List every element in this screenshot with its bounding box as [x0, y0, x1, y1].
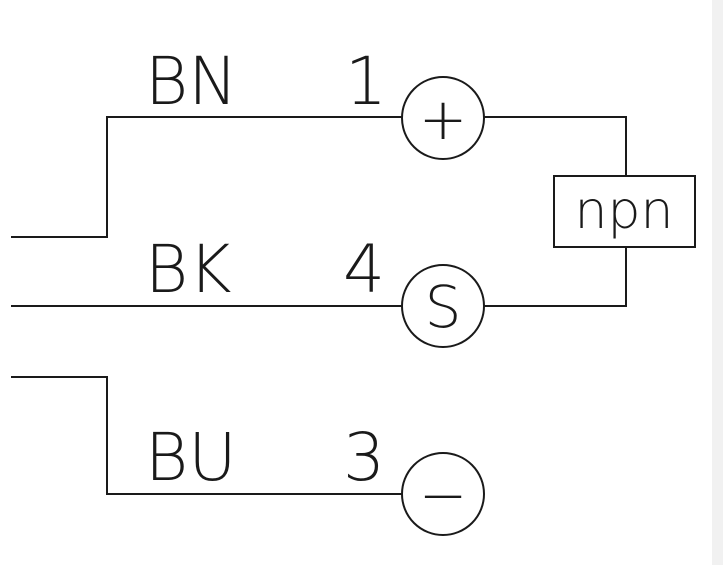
wire-bn-line [11, 116, 403, 238]
minus-terminal-symbol: − [419, 461, 468, 529]
npn-box [553, 175, 696, 248]
wire-bn-to-npn-line [483, 116, 627, 177]
signal-terminal-icon [401, 264, 485, 348]
wire-bn-color-label: BN [145, 43, 238, 120]
wire-bu-line [11, 376, 403, 495]
wire-bn-pin-label: 1 [345, 43, 387, 120]
wire-bk-pin-label: 4 [343, 231, 385, 308]
wire-bk-color-label: BK [145, 231, 232, 308]
wire-bk-to-npn-line [483, 246, 627, 307]
minus-terminal-icon [401, 452, 485, 536]
plus-terminal-symbol: + [419, 85, 468, 153]
page-edge [712, 0, 723, 565]
wire-bu-color-label: BU [145, 419, 237, 496]
signal-terminal-symbol: S [425, 273, 462, 341]
plus-terminal-icon [401, 76, 485, 160]
wire-bu-pin-label: 3 [343, 419, 385, 496]
npn-label: npn [575, 181, 674, 241]
